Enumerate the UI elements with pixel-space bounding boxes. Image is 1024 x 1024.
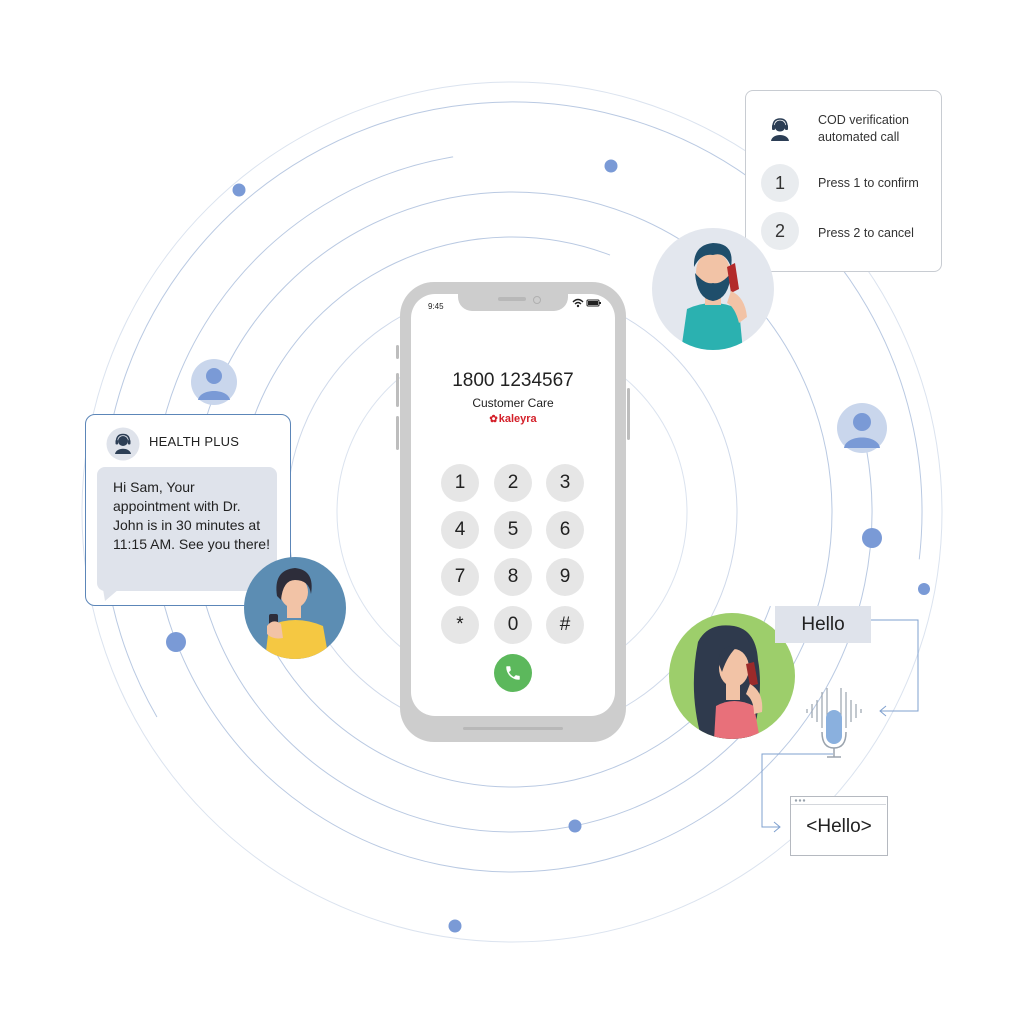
phone-power-button bbox=[627, 388, 630, 440]
phone-icon bbox=[506, 666, 520, 680]
brand-name: kaleyra bbox=[498, 413, 537, 425]
keypad-key-2[interactable]: 2 bbox=[494, 464, 532, 502]
user-avatar-icon bbox=[191, 359, 237, 405]
dialed-number: 1800 1234567 bbox=[452, 370, 574, 391]
brand-logo: ✿kaleyra bbox=[411, 413, 615, 425]
orbit-dot bbox=[862, 528, 882, 548]
phone-side-button bbox=[396, 416, 399, 450]
user-avatar-icon bbox=[837, 403, 887, 453]
ivr-option-key[interactable]: 1 bbox=[761, 164, 799, 202]
status-icons bbox=[572, 298, 601, 308]
orbit-dot bbox=[604, 159, 618, 173]
ivr-option-key[interactable]: 2 bbox=[761, 212, 799, 250]
keypad-key-5[interactable]: 5 bbox=[494, 511, 532, 549]
woman-reading-sms-illustration bbox=[244, 557, 346, 659]
sms-sender: HEALTH PLUS bbox=[149, 434, 240, 449]
phone-speaker bbox=[498, 297, 526, 301]
woman-on-call-illustration bbox=[669, 613, 795, 739]
agent-headset-icon bbox=[771, 118, 789, 141]
phone-screen bbox=[411, 294, 615, 716]
connector-arrowhead bbox=[773, 821, 781, 833]
keypad-key-hash[interactable]: # bbox=[546, 606, 584, 644]
connector-line bbox=[871, 619, 919, 712]
keypad-key-3[interactable]: 3 bbox=[546, 464, 584, 502]
agent-headset-icon bbox=[106, 427, 140, 461]
orbit-dot bbox=[568, 819, 582, 833]
keypad-key-0[interactable]: 0 bbox=[494, 606, 532, 644]
transcript-window bbox=[790, 796, 888, 856]
keypad-key-1[interactable]: 1 bbox=[441, 464, 479, 502]
keypad-key-8[interactable]: 8 bbox=[494, 558, 532, 596]
orbit-ring bbox=[81, 81, 943, 943]
connector-arrowhead bbox=[879, 705, 887, 717]
keypad-key-6[interactable]: 6 bbox=[546, 511, 584, 549]
orbit-dot bbox=[166, 632, 186, 652]
window-controls-icon bbox=[794, 799, 806, 802]
sms-bubble bbox=[97, 467, 277, 591]
sms-bubble-tail bbox=[103, 589, 119, 601]
keypad-key-9[interactable]: 9 bbox=[546, 558, 584, 596]
keypad-key-7[interactable]: 7 bbox=[441, 558, 479, 596]
orbit-dot bbox=[918, 583, 930, 595]
battery-icon bbox=[586, 299, 601, 307]
home-indicator bbox=[463, 727, 563, 730]
phone-camera bbox=[533, 296, 541, 304]
orbit-dot bbox=[448, 919, 462, 933]
microphone-icon bbox=[806, 688, 862, 758]
spoken-text-label: Hello bbox=[775, 606, 871, 643]
wifi-icon bbox=[572, 298, 584, 308]
call-button[interactable] bbox=[494, 654, 532, 692]
status-time: 9:45 bbox=[428, 302, 444, 311]
transcript-window-titlebar bbox=[791, 797, 886, 805]
connector-line bbox=[761, 753, 833, 828]
ivr-option-text: Press 2 to cancel bbox=[818, 226, 914, 240]
keypad-key-star[interactable]: * bbox=[441, 606, 479, 644]
phone-side-button bbox=[396, 373, 399, 407]
transcribed-text: <Hello> bbox=[806, 816, 872, 837]
ivr-option-text: Press 1 to confirm bbox=[818, 176, 919, 190]
sms-message: Hi Sam, Your appointment with Dr. John i… bbox=[113, 479, 270, 552]
ivr-title: COD verification automated call bbox=[818, 113, 909, 144]
keypad-key-4[interactable]: 4 bbox=[441, 511, 479, 549]
phone-side-button bbox=[396, 345, 399, 359]
man-on-call-illustration bbox=[652, 228, 774, 350]
orbit-dot bbox=[232, 183, 246, 197]
brand-flower-icon: ✿ bbox=[489, 414, 498, 425]
dialed-contact-label: Customer Care bbox=[472, 396, 554, 410]
